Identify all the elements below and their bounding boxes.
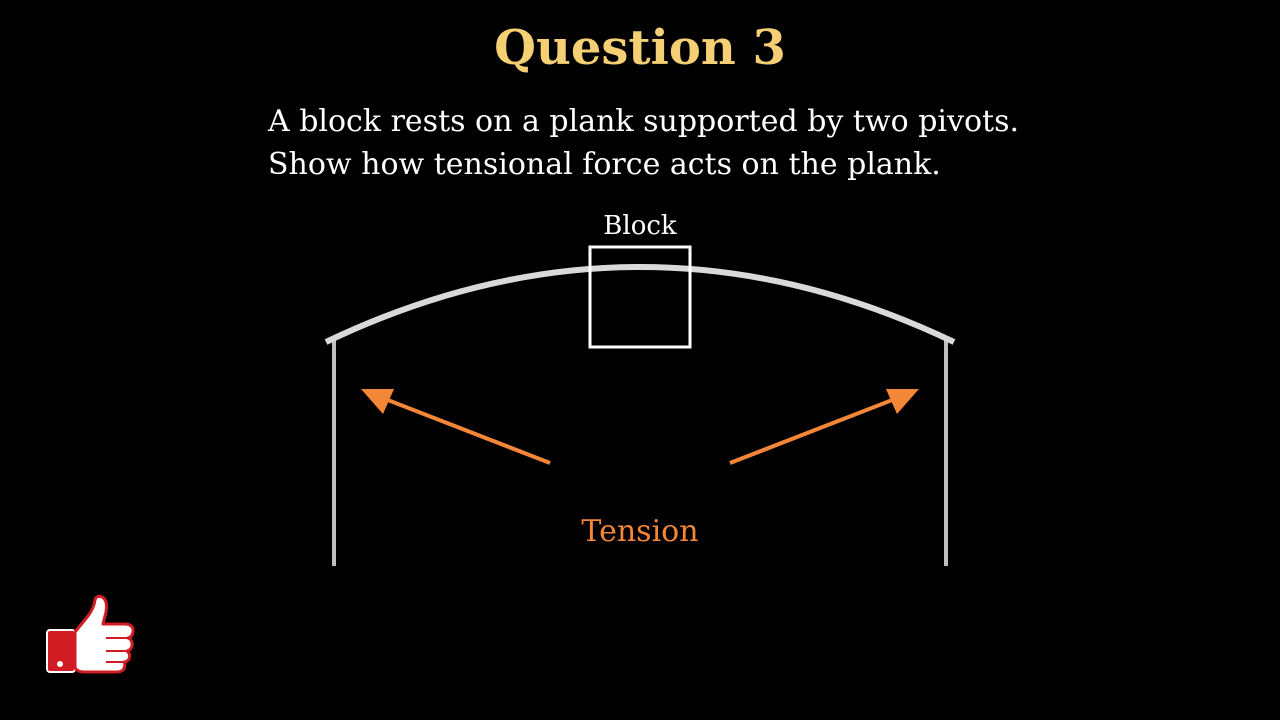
question-text: A block rests on a plank supported by tw… <box>268 100 1168 186</box>
question-line-2: Show how tensional force acts on the pla… <box>268 147 941 182</box>
tension-arrowhead-right <box>886 389 919 414</box>
tension-arrowhead-left <box>361 389 394 414</box>
tension-label: Tension <box>581 514 698 549</box>
tension-arrow-left <box>379 395 551 465</box>
slide-title: Question 3 <box>494 20 786 76</box>
plank <box>324 264 956 345</box>
block-label: Block <box>603 211 677 241</box>
question-line-1: A block rests on a plank supported by tw… <box>268 104 1020 139</box>
tension-arrow-right <box>729 395 901 465</box>
thumbs-up-icon[interactable] <box>44 594 138 676</box>
block <box>588 245 692 349</box>
